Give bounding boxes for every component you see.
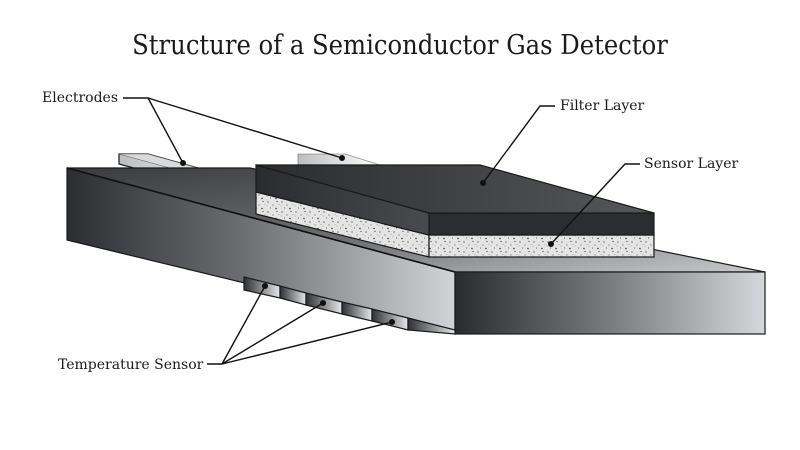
sensor-layer-leader [550, 163, 640, 245]
filter-layer-leader [482, 105, 555, 184]
filter-layer-front [428, 212, 655, 236]
temp-sensor-dot-3 [389, 319, 395, 325]
label-filter-layer: Filter Layer [560, 98, 645, 114]
temp-sensor-dot-1 [262, 283, 268, 289]
electrode-right [297, 153, 381, 166]
callouts [123, 97, 640, 365]
temp-block-6 [407, 317, 456, 335]
temperature-sensors [243, 276, 456, 335]
label-temperature-sensor: Temperature Sensor [58, 357, 204, 373]
filter-layer-dot [480, 180, 486, 186]
electrodes-dot-1 [180, 160, 186, 166]
layer-stack [255, 164, 655, 258]
electrodes-leader-1 [123, 97, 184, 164]
temp-sensor-dot-2 [320, 300, 326, 306]
substrate-end [454, 271, 766, 335]
label-electrodes: Electrodes [42, 90, 118, 106]
electrodes-dot-2 [339, 155, 345, 161]
label-sensor-layer: Sensor Layer [644, 156, 738, 172]
temp-sensor-leader-3 [221, 321, 393, 365]
filter-layer-top [255, 164, 655, 214]
sensor-layer-dot [548, 241, 554, 247]
diagram-title: Structure of a Semiconductor Gas Detecto… [132, 30, 668, 61]
sensor-layer-front [428, 234, 655, 258]
temp-sensor-leader-1 [207, 285, 266, 365]
electrodes-leader-2 [147, 97, 343, 159]
temp-sensor-leader-2 [221, 302, 324, 365]
